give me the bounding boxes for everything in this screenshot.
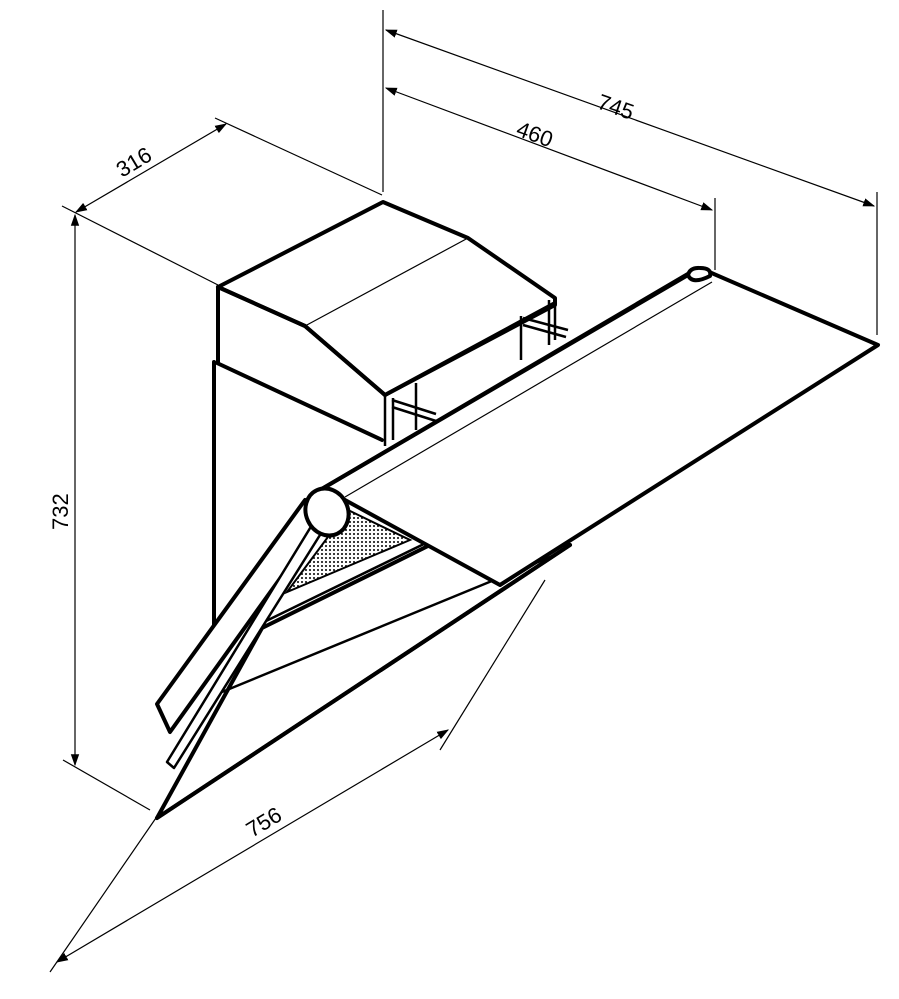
motor-box bbox=[216, 200, 569, 446]
dimension-label-745: 745 bbox=[594, 89, 637, 125]
chimney-body bbox=[212, 360, 384, 642]
tube-end bbox=[303, 486, 351, 538]
dimension-732: 732 bbox=[48, 213, 151, 811]
dimension-label-460: 460 bbox=[513, 116, 556, 152]
dimension-label-732: 732 bbox=[48, 493, 73, 530]
dimension-label-756: 756 bbox=[242, 802, 286, 842]
dimension-label-316: 316 bbox=[112, 142, 156, 182]
